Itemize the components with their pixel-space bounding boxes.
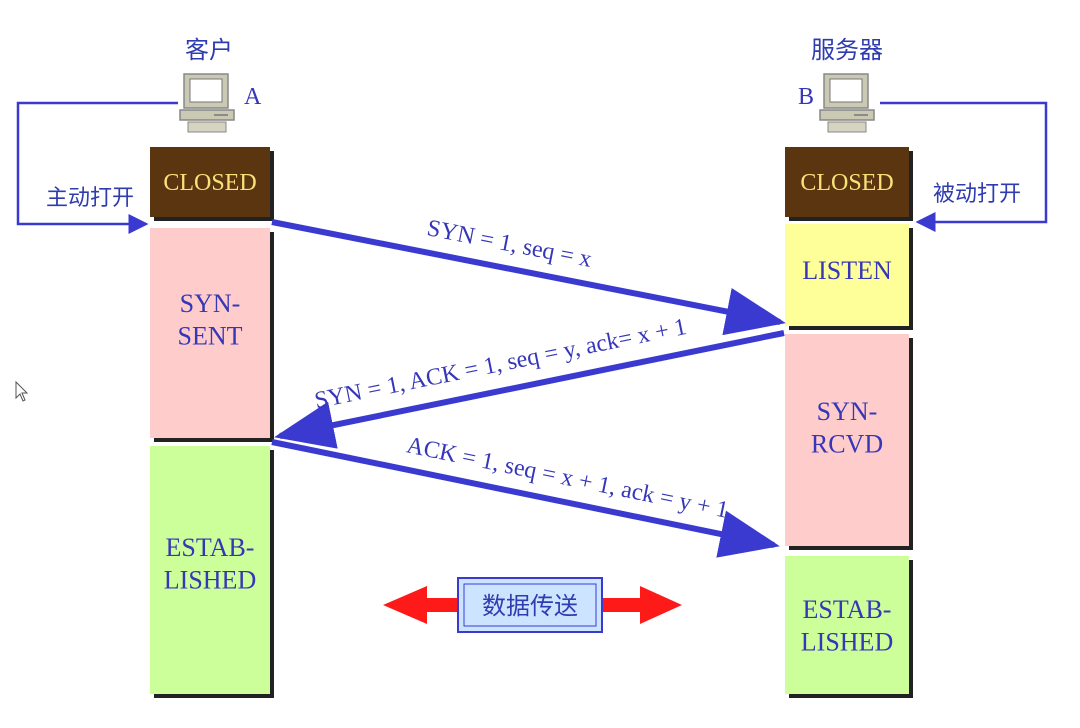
server-state-listen: LISTEN <box>785 224 913 330</box>
client-state-closed-label: CLOSED <box>163 170 256 196</box>
client-letter: A <box>244 84 262 110</box>
client-state-established-label-line: ESTAB- <box>166 533 255 562</box>
mouse-cursor-icon <box>15 380 29 402</box>
client-state-syn-sent-label-line: SENT <box>178 322 243 351</box>
server-open-label: 被动打开 <box>933 182 1021 207</box>
server-state-closed-label-line: CLOSED <box>800 170 893 196</box>
server-letter: B <box>798 84 814 110</box>
server-state-syn-rcvd: SYN- RCVD <box>785 334 913 550</box>
client-computer-icon <box>179 73 235 133</box>
ack-arrow <box>271 439 780 558</box>
client-open-loop-line <box>16 101 178 234</box>
client-state-established: ESTAB- LISHED <box>150 446 274 698</box>
server-computer-icon <box>819 73 875 133</box>
server-state-established-label-line: LISHED <box>801 628 893 657</box>
client-title: 客户 <box>185 36 233 64</box>
client-state-syn-sent-label: SYN- SENT <box>178 289 243 351</box>
data-transfer-box: 数据传送 <box>457 577 603 633</box>
client-state-syn-sent: SYN- SENT <box>150 228 274 442</box>
server-state-established: ESTAB- LISHED <box>785 556 913 698</box>
server-state-closed-label: CLOSED <box>800 170 893 196</box>
server-title: 服务器 <box>811 36 883 64</box>
server-state-listen-label: LISTEN <box>802 256 892 285</box>
client-open-label: 主动打开 <box>46 186 134 211</box>
server-state-syn-rcvd-label-line: SYN- <box>817 397 878 426</box>
server-open-loop-line <box>880 101 1048 232</box>
client-state-closed: CLOSED <box>150 147 274 221</box>
client-state-closed-label-line: CLOSED <box>163 170 256 196</box>
syn-message: SYN = 1, seq = x <box>425 215 594 273</box>
client-state-established-label: ESTAB- LISHED <box>164 533 256 595</box>
server-state-established-label-line: ESTAB- <box>803 595 892 624</box>
server-state-syn-rcvd-label: SYN- RCVD <box>811 397 883 459</box>
data-transfer-label: 数据传送 <box>482 592 578 620</box>
server-state-syn-rcvd-label-line: RCVD <box>811 430 883 459</box>
client-state-established-label-line: LISHED <box>164 566 256 595</box>
server-state-listen-label-line: LISTEN <box>802 256 892 285</box>
client-state-syn-sent-label-line: SYN- <box>180 289 241 318</box>
server-state-established-label: ESTAB- LISHED <box>801 595 893 657</box>
syn-arrow <box>271 219 786 336</box>
server-state-closed: CLOSED <box>785 147 913 221</box>
syn-ack-arrow <box>274 330 785 449</box>
